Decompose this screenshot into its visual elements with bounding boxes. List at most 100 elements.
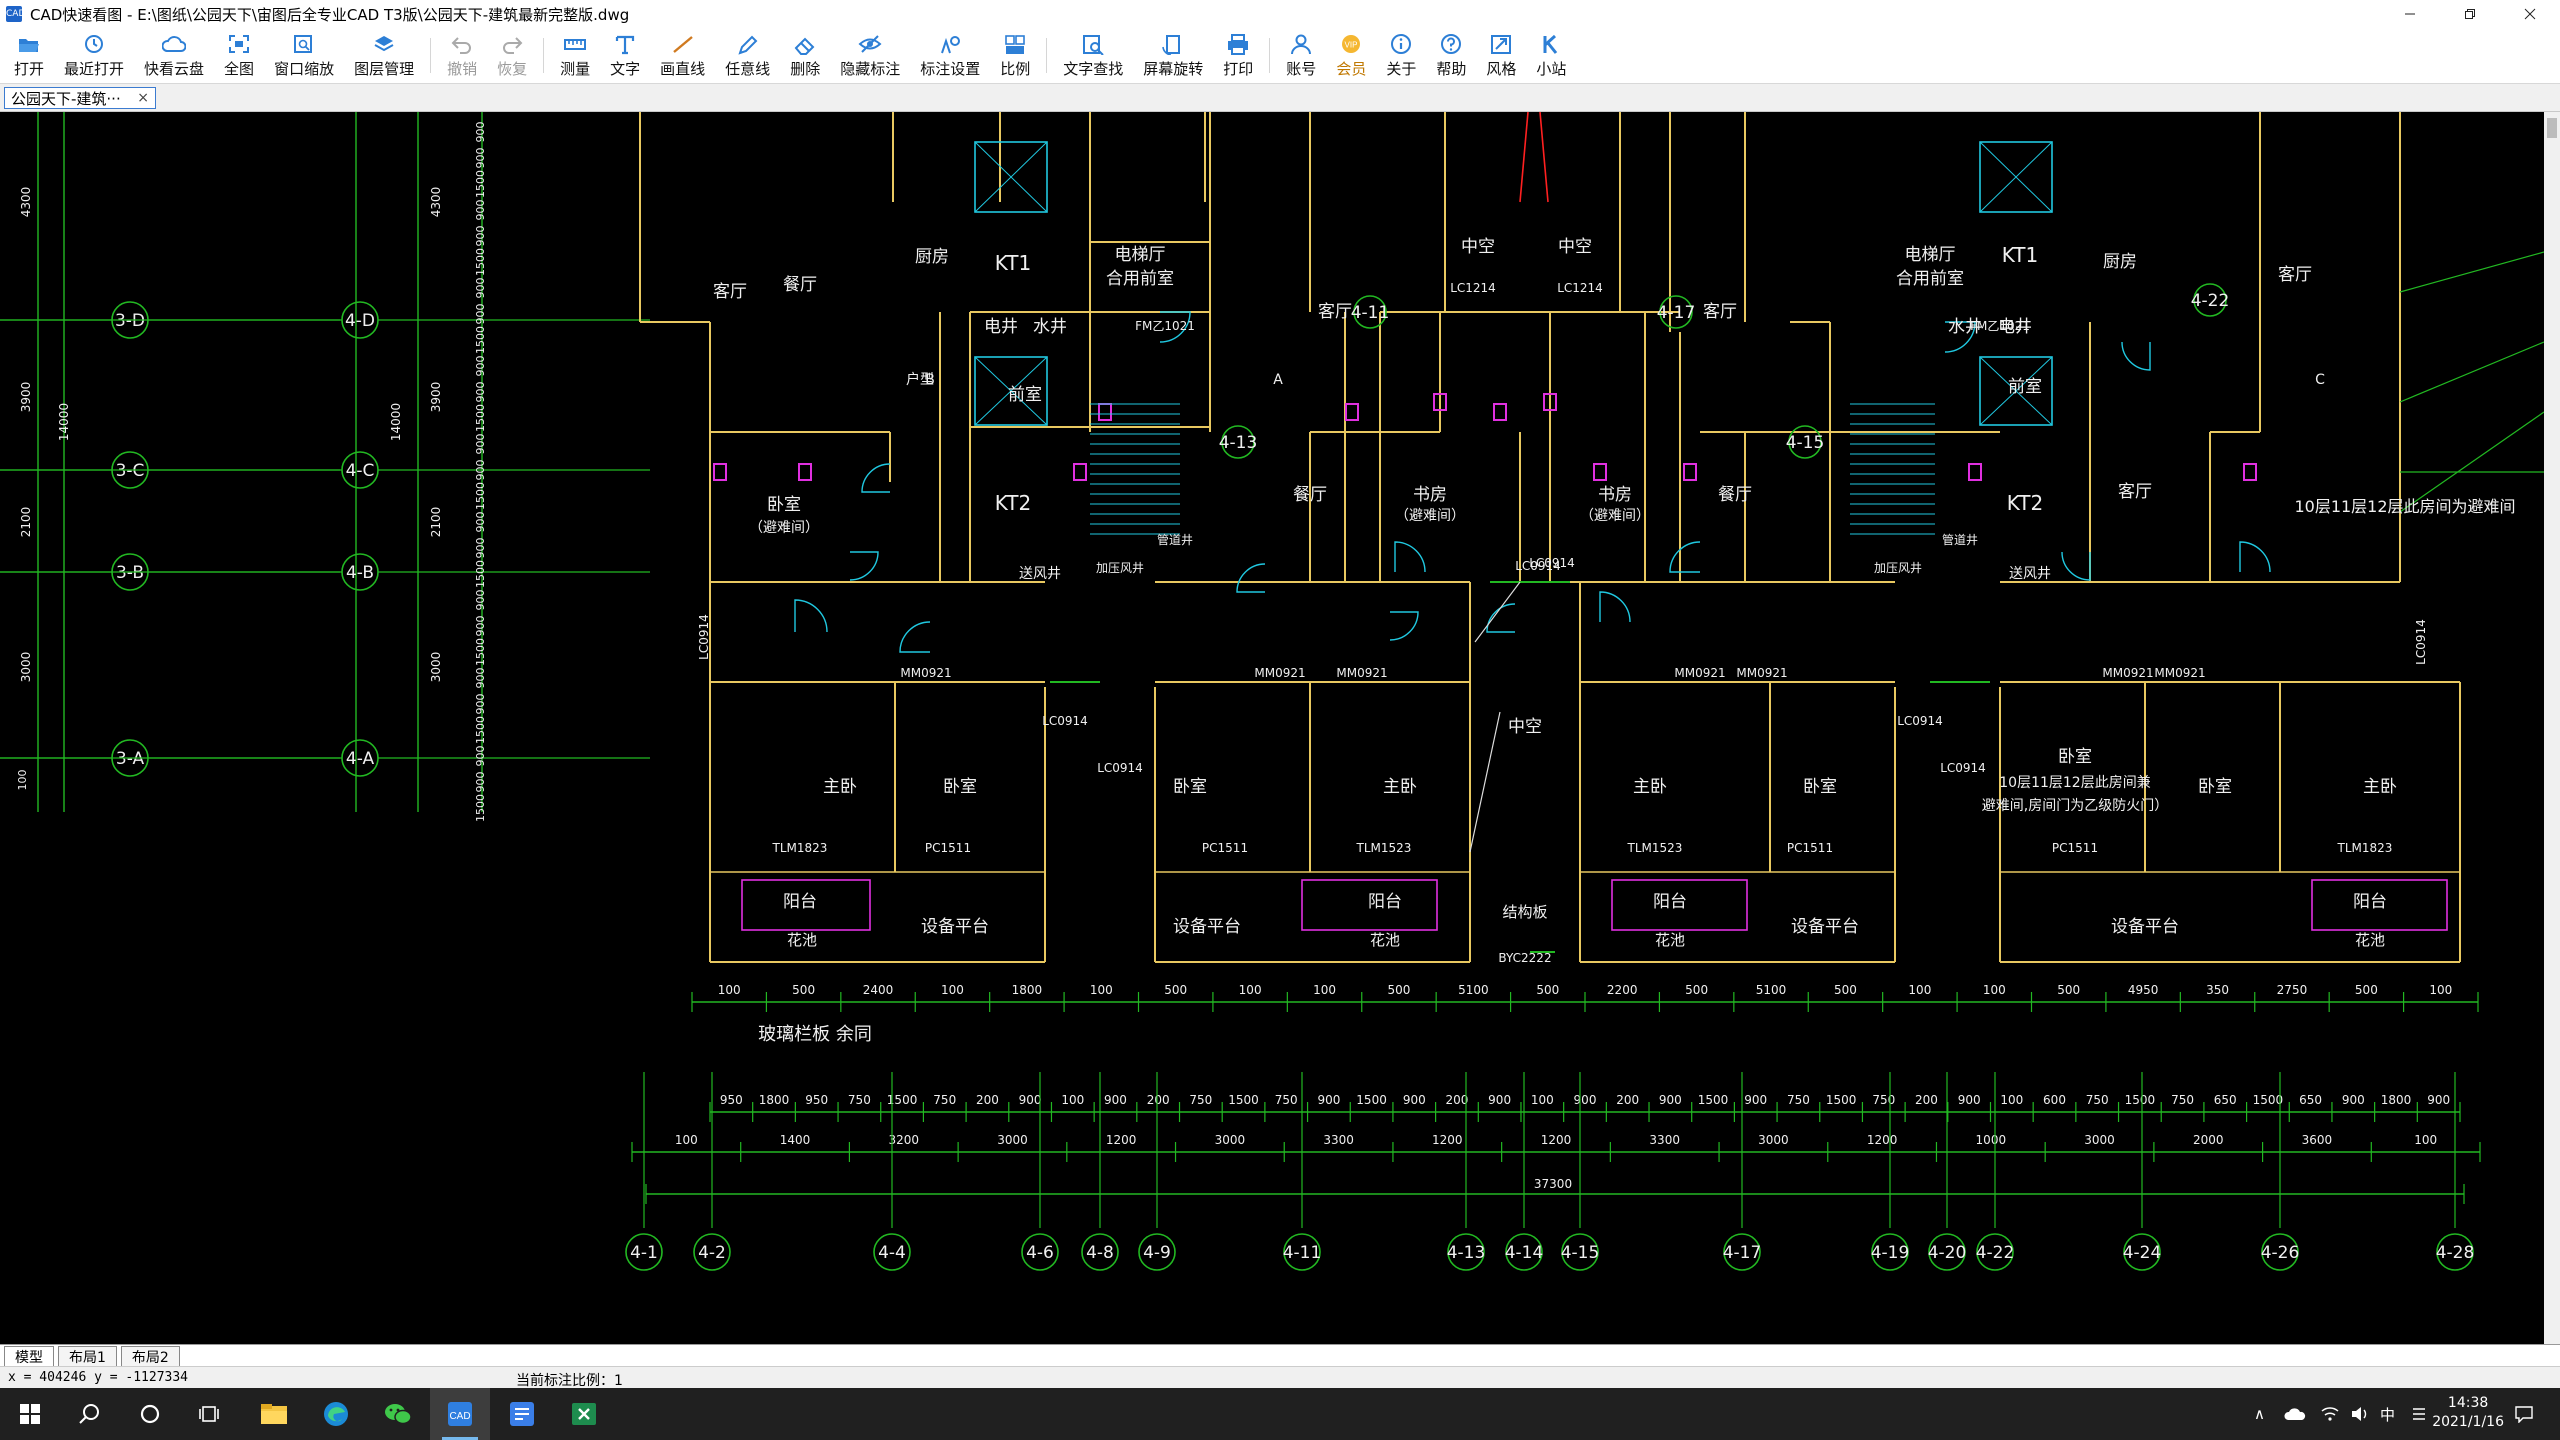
toolbar-separator bbox=[1269, 38, 1271, 73]
taskbar-wechat[interactable] bbox=[368, 1388, 428, 1440]
room-label: 卧室 bbox=[943, 777, 977, 797]
ime-indicator[interactable]: 中 bbox=[2380, 1405, 2396, 1424]
dimension-text: 3000 bbox=[2084, 1133, 2115, 1147]
toolbar-button-history[interactable]: 最近打开 bbox=[54, 28, 134, 83]
toolbar-button-rotate-screen[interactable]: 屏幕旋转 bbox=[1133, 28, 1213, 83]
dim-text: 3900 bbox=[429, 382, 443, 413]
tab-model[interactable]: 模型 bbox=[4, 1346, 54, 1366]
toolbar-button-pencil[interactable]: 任意线 bbox=[715, 28, 780, 83]
dimension-text: 1200 bbox=[1541, 1133, 1572, 1147]
toolbar-button-info[interactable]: 关于 bbox=[1376, 28, 1426, 83]
start-button[interactable] bbox=[0, 1388, 60, 1440]
leader-line bbox=[2399, 411, 2544, 513]
toolbar-button-scale[interactable]: 比例 bbox=[990, 28, 1040, 83]
minimize-button[interactable] bbox=[2380, 0, 2440, 28]
dimension-text: 900 bbox=[1104, 1093, 1127, 1107]
toolbar-button-k-station[interactable]: 小站 bbox=[1526, 28, 1576, 83]
dimension-text: 1500 bbox=[1826, 1093, 1857, 1107]
taskbar-cad-viewer[interactable]: CAD bbox=[430, 1388, 490, 1440]
dimension-text: 900 bbox=[1488, 1093, 1511, 1107]
taskbar-cad-viewer-2[interactable] bbox=[492, 1388, 552, 1440]
room-label: 中空 bbox=[1558, 237, 1592, 257]
dimension-text: 500 bbox=[2355, 983, 2378, 997]
document-tab[interactable]: 公园天下-建筑··· × bbox=[4, 87, 156, 109]
toolbar-button-help[interactable]: 帮助 bbox=[1426, 28, 1476, 83]
dimension-text: 500 bbox=[1834, 983, 1857, 997]
system-clock[interactable]: 14:38 2021/1/16 bbox=[2432, 1394, 2504, 1432]
onedrive-tray-icon[interactable] bbox=[2284, 1388, 2306, 1440]
toolbar-button-folder-open[interactable]: 打开 bbox=[4, 28, 54, 83]
dim-text: 900 bbox=[474, 538, 487, 559]
toolbar-button-undo[interactable]: 撤销 bbox=[437, 28, 487, 83]
toolbar-button-line[interactable]: 画直线 bbox=[650, 28, 715, 83]
toolbar-button-redo[interactable]: 恢复 bbox=[487, 28, 537, 83]
taskbar-edge[interactable] bbox=[306, 1388, 366, 1440]
maximize-button[interactable] bbox=[2440, 0, 2500, 28]
toolbar-button-eye-hide[interactable]: 隐藏标注 bbox=[830, 28, 910, 83]
ime-mode-tray-icon[interactable] bbox=[2410, 1388, 2428, 1440]
axis-label: 3-B bbox=[116, 563, 144, 583]
tray-overflow-chevron[interactable]: ∧ bbox=[2254, 1405, 2265, 1423]
notification-center-button[interactable] bbox=[2514, 1388, 2534, 1440]
room-label: 书房 bbox=[1413, 485, 1447, 505]
close-button[interactable] bbox=[2500, 0, 2560, 28]
toolbar-button-measure[interactable]: 测量 bbox=[550, 28, 600, 83]
leader-line bbox=[2399, 341, 2544, 403]
toolbar-button-eraser[interactable]: 删除 bbox=[780, 28, 830, 83]
toolbar-button-fit-all[interactable]: 全图 bbox=[214, 28, 264, 83]
dimension-text: 1000 bbox=[1976, 1133, 2007, 1147]
toolbar-button-label: 测量 bbox=[560, 59, 591, 78]
toolbar-button-text-search[interactable]: 文字查找 bbox=[1053, 28, 1133, 83]
toolbar-button-annotation-settings[interactable]: 标注设置 bbox=[910, 28, 990, 83]
vip-icon: VIP bbox=[1342, 34, 1361, 53]
tab-layout2[interactable]: 布局2 bbox=[120, 1346, 180, 1366]
dim-text: 900 bbox=[474, 694, 487, 715]
task-view-button[interactable] bbox=[180, 1388, 240, 1440]
room-label: 客厅 bbox=[2118, 482, 2152, 502]
start-icon bbox=[20, 1404, 40, 1424]
dim-text: 900 bbox=[474, 668, 487, 689]
dim-text: 900 bbox=[474, 512, 487, 533]
cortana-button[interactable] bbox=[120, 1388, 180, 1440]
axis-label: 4-14 bbox=[1505, 1243, 1544, 1263]
close-tab-icon[interactable]: × bbox=[137, 90, 149, 106]
taskbar-file-explorer[interactable] bbox=[244, 1388, 304, 1440]
toolbar-button-style[interactable]: 风格 bbox=[1476, 28, 1526, 83]
column-mark bbox=[1543, 393, 1557, 411]
column-mark bbox=[1345, 403, 1359, 421]
toolbar-button-text[interactable]: 文字 bbox=[600, 28, 650, 83]
plan-axis-bubble bbox=[1353, 295, 1387, 329]
dimension-text: 3300 bbox=[1649, 1133, 1680, 1147]
toolbar-button-layers[interactable]: 图层管理 bbox=[344, 28, 424, 83]
toolbar-button-cloud[interactable]: 快看云盘 bbox=[134, 28, 214, 83]
scrollbar-thumb[interactable] bbox=[2547, 118, 2557, 138]
network-tray-icon[interactable] bbox=[2320, 1388, 2340, 1440]
volume-tray-icon[interactable] bbox=[2350, 1388, 2370, 1440]
dimension-text: 750 bbox=[2086, 1093, 2109, 1107]
bottom-axis-bubble bbox=[1447, 1233, 1485, 1271]
room-label: BYC2222 bbox=[1498, 951, 1551, 965]
layout-tabs: 模型 布局1 布局2 bbox=[0, 1344, 2560, 1366]
room-label: 卧室 bbox=[1803, 777, 1837, 797]
dimension-text: 750 bbox=[1787, 1093, 1810, 1107]
room-label: LC0914 bbox=[1515, 559, 1561, 573]
dim-text: 1500 bbox=[474, 716, 487, 744]
dimension-text: 500 bbox=[792, 983, 815, 997]
zoom-window-icon bbox=[294, 34, 313, 53]
dim-text: 2100 bbox=[19, 507, 33, 538]
toolbar-button-zoom-window[interactable]: 窗口缩放 bbox=[264, 28, 344, 83]
search-button[interactable] bbox=[60, 1388, 120, 1440]
toolbar-button-label: 文字查找 bbox=[1063, 59, 1124, 78]
room-label: 设备平台 bbox=[1173, 917, 1241, 937]
toolbar-button-printer[interactable]: 打印 bbox=[1213, 28, 1263, 83]
room-label: 前室 bbox=[1008, 385, 1042, 405]
toolbar-button-user[interactable]: 账号 bbox=[1276, 28, 1326, 83]
dimension-text: 200 bbox=[1915, 1093, 1938, 1107]
vertical-scrollbar[interactable] bbox=[2544, 112, 2560, 1344]
history-icon bbox=[85, 34, 104, 53]
tab-layout1[interactable]: 布局1 bbox=[58, 1346, 117, 1366]
taskbar-excel[interactable] bbox=[554, 1388, 614, 1440]
